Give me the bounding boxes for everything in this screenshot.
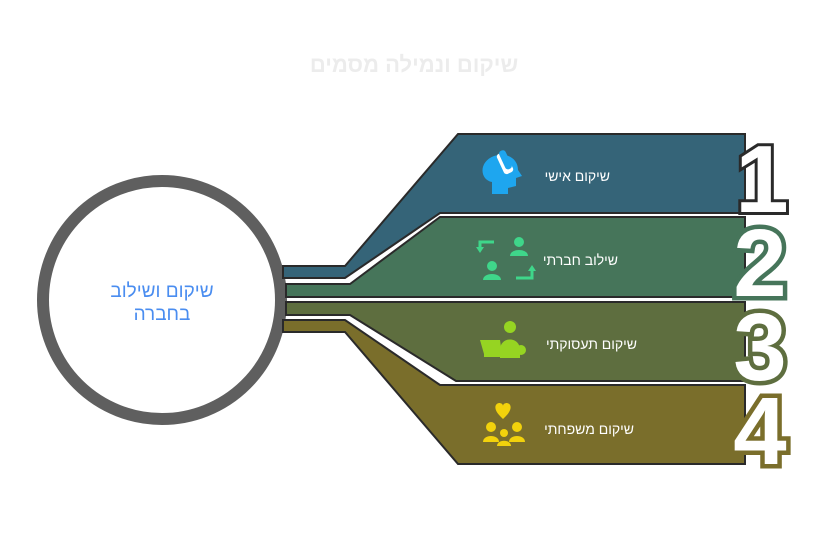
item-label-1: שיקום אישי: [544, 168, 610, 184]
item-label-2: שילוב חברתי: [542, 252, 618, 268]
hub-ring: [37, 175, 287, 425]
hub-label: שיקום ושילוב בחברה: [62, 280, 262, 326]
item-label-4: שיקום משפחתי: [544, 421, 634, 437]
number-2: 2: [733, 210, 786, 317]
head-hand-icon: [482, 150, 522, 194]
page-title: שיקום ונמילה מסמים: [309, 52, 519, 77]
people-exchange-icon: [476, 237, 536, 280]
hub-label-line-1: שיקום ושילוב: [110, 281, 214, 302]
ribbon-1: [282, 133, 746, 279]
family-heart-icon: [483, 403, 525, 446]
person-laptop-icon: [480, 321, 526, 358]
number-1: 1: [735, 126, 788, 233]
number-4: 4: [733, 378, 786, 485]
hub-label-line-2: בחברה: [133, 304, 191, 325]
ribbon-2: [285, 216, 746, 298]
ribbon-4: [282, 319, 746, 465]
item-label-3: שיקום תעסוקתי: [545, 336, 637, 352]
number-3: 3: [733, 294, 786, 401]
